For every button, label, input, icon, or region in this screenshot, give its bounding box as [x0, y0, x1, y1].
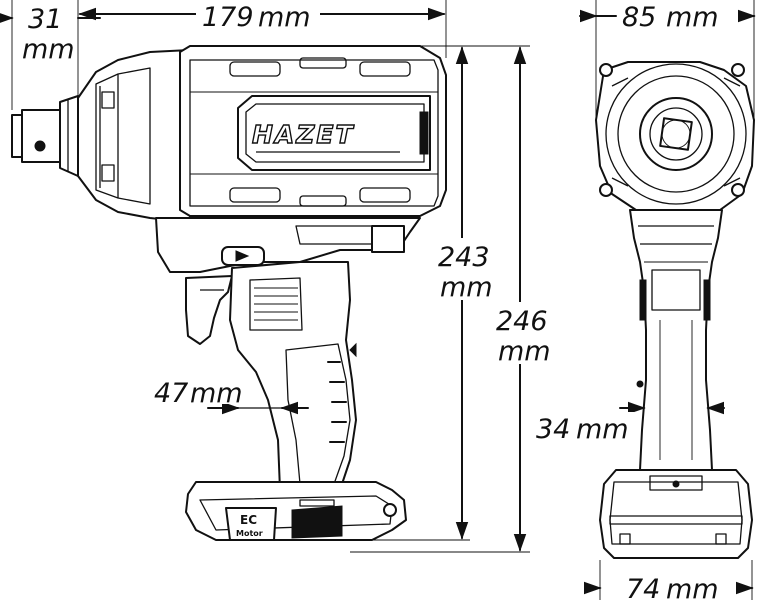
dimension-labels: 31 mm 179 mm 85 mm 243 mm 246 mm 47 mm: [22, 0, 726, 600]
battery-latch: [291, 505, 343, 539]
svg-text:243: 243: [438, 242, 490, 273]
handle: [229, 261, 357, 491]
svg-text:mm: mm: [190, 378, 243, 409]
svg-text:mm: mm: [666, 2, 719, 33]
dim-246-label: 246 mm: [494, 302, 551, 367]
nose-housing: [77, 49, 191, 223]
anvil: [11, 95, 79, 177]
svg-text:Motor: Motor: [236, 529, 263, 538]
ec-motor-badge: EC Motor: [225, 507, 277, 541]
dim-85-label: 85 mm: [618, 0, 724, 33]
dim-47-label: 47 mm: [152, 376, 248, 409]
front-battery: [599, 469, 753, 559]
dim-31-unit: mm: [22, 34, 75, 65]
svg-text:47: 47: [154, 378, 188, 409]
svg-text:246: 246: [496, 306, 548, 337]
dim-34-label: 34 mm: [534, 412, 634, 445]
svg-text:mm: mm: [498, 336, 551, 367]
dim-243-label: 243 mm: [436, 238, 493, 303]
neck: [155, 217, 421, 273]
front-head: [595, 61, 755, 211]
svg-text:mm: mm: [440, 272, 493, 303]
front-handle: [629, 209, 723, 471]
motor-housing: HAZET: [179, 45, 447, 217]
svg-text:mm: mm: [576, 414, 629, 445]
svg-text:74: 74: [626, 574, 660, 600]
dim-179-label: 179 mm: [196, 0, 320, 33]
battery-pack: EC Motor: [185, 481, 407, 541]
svg-text:mm: mm: [258, 2, 311, 33]
svg-text:85: 85: [622, 2, 656, 33]
svg-text:mm: mm: [666, 574, 719, 600]
svg-text:179: 179: [202, 2, 254, 33]
dim-31-value: 31: [28, 4, 62, 35]
trigger: [185, 275, 233, 345]
svg-text:34: 34: [536, 414, 570, 445]
side-view: HAZET: [11, 45, 447, 541]
front-view: [595, 61, 755, 559]
svg-text:EC: EC: [240, 513, 257, 527]
dim-74-label: 74 mm: [614, 572, 726, 600]
brand-logo: HAZET: [252, 120, 355, 149]
